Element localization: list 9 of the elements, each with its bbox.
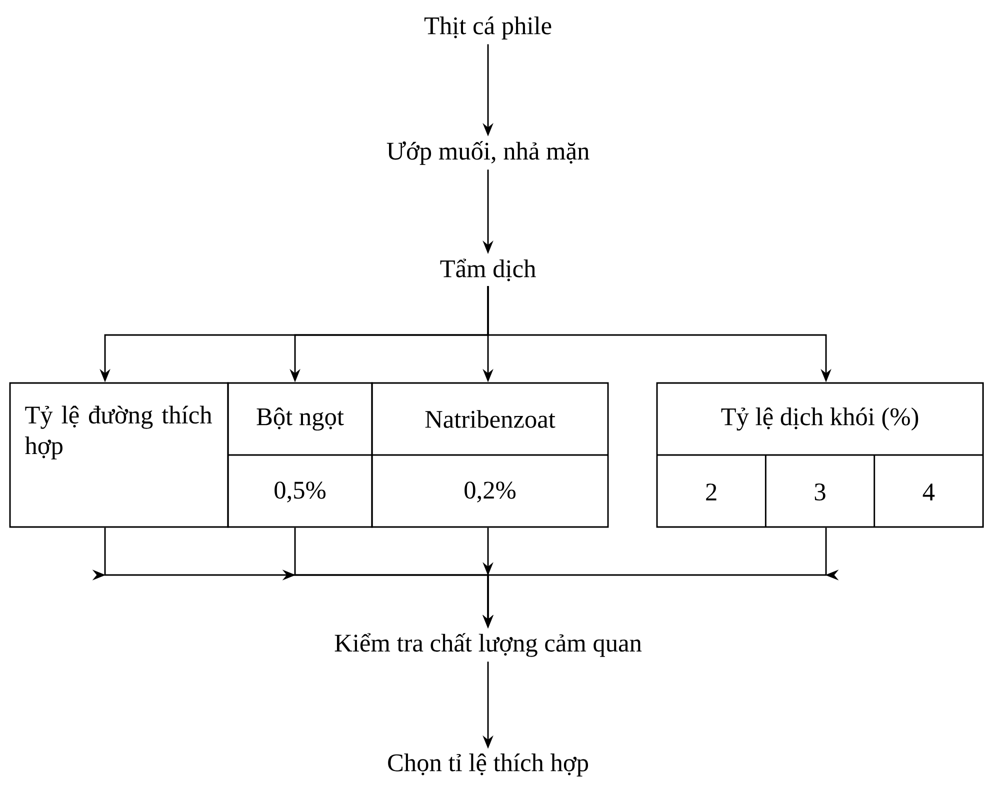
table-box: Natribenzoat 0,2% — [371, 382, 609, 528]
table-box: Tỷ lệ đường thích hợp — [9, 382, 229, 528]
table-box: Bột ngọt 0,5% — [227, 382, 373, 528]
step-text: Chọn tỉ lệ thích hợp — [388, 754, 588, 777]
step-text: Thịt cá phile — [424, 16, 552, 40]
table-box: Tỷ lệ dịch khói (%) 2 3 4 — [656, 382, 984, 528]
step-text: Ướp muối, nhả mặn — [386, 141, 590, 165]
step-text: Tẩm dịch — [440, 258, 536, 282]
step-text: Kiểm tra chất lượng cảm quan — [334, 633, 642, 657]
